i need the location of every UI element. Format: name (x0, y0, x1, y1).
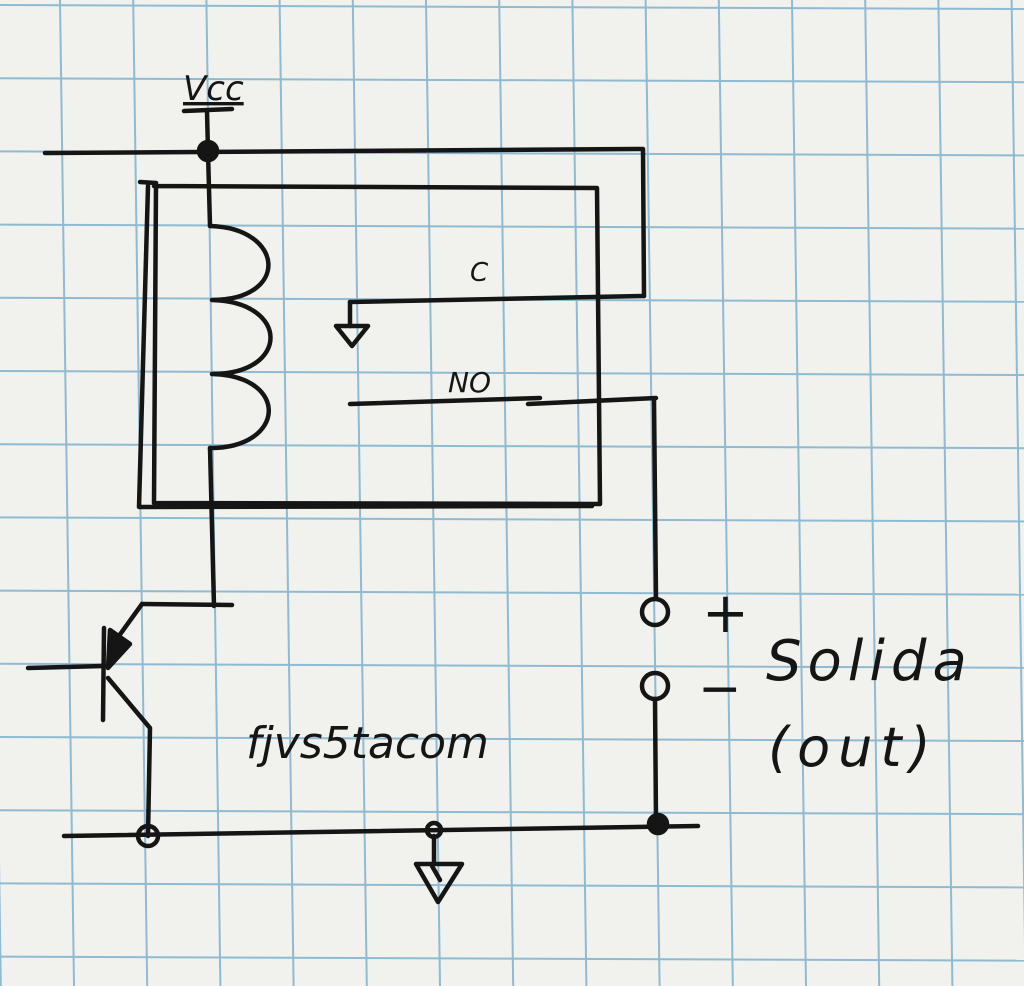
common-contact-label: C (470, 258, 489, 288)
output-subtitle-label: (out) (768, 716, 939, 779)
output-plus-wire (651, 397, 659, 601)
common-contact-line (347, 293, 647, 305)
grid-horizontal-line (0, 882, 1024, 889)
grid-vertical-line (59, 0, 75, 986)
output-minus-sign: − (698, 659, 742, 719)
grid-vertical-line (791, 0, 807, 986)
grid-horizontal-line (0, 223, 1024, 230)
no-contact-line (347, 395, 543, 407)
output-plus-terminal (639, 596, 671, 628)
common-arrow-head (333, 323, 371, 349)
right-ground-junction (646, 812, 670, 836)
transistor-emitter-arrow (105, 627, 133, 671)
grid-vertical-line (0, 859, 2, 986)
grid-horizontal-line (0, 955, 1024, 962)
grid-vertical-line (1010, 0, 1024, 944)
vcc-rail-wire (42, 146, 646, 156)
grid-vertical-line (717, 0, 734, 986)
grid-horizontal-line (0, 589, 1024, 596)
pnp-transistor-symbol (100, 625, 107, 723)
transistor-emitter-top (113, 601, 145, 643)
grid-horizontal-line (0, 662, 1024, 669)
left-ground-junction (135, 823, 161, 849)
transistor-note-label: fjvs5tacom (246, 718, 489, 769)
grid-horizontal-line (0, 443, 1024, 450)
grid-horizontal-line (0, 77, 1024, 84)
vcc-label: Vcc (183, 69, 244, 109)
normally-open-label: NO (448, 366, 491, 399)
grid-vertical-line (278, 0, 295, 986)
relay-body-left-edge (136, 183, 595, 510)
relay-body-outline (137, 179, 603, 507)
grid-vertical-line (644, 0, 661, 986)
grid-horizontal-line (0, 516, 1024, 523)
ground-rail-wire (61, 823, 701, 839)
grid-vertical-line (571, 0, 588, 986)
ground-symbol (413, 861, 465, 905)
grid-vertical-line (937, 0, 954, 986)
circuit-ink (25, 106, 701, 905)
output-title-label: Solida (766, 629, 973, 694)
transistor-base-wire (25, 663, 107, 671)
coil-upper-wire (205, 149, 213, 229)
grid-vertical-line (864, 0, 881, 986)
handwritten-labels: Vcc C NO + − fjvs5tacom Solida (out) (183, 69, 973, 779)
relay-coil-symbol (207, 223, 273, 451)
transistor-collector-leg (105, 675, 153, 839)
grid-vertical-line (351, 0, 368, 986)
vcc-right-drop-wire (640, 147, 647, 299)
grid-horizontal-line (0, 736, 1024, 742)
grid-horizontal-line (0, 809, 1024, 816)
grid-horizontal-line (0, 370, 1024, 376)
collector-link-wire (139, 601, 235, 608)
output-minus-wire (652, 696, 659, 825)
no-contact-tip (525, 395, 659, 407)
ground-symbol-top (429, 863, 443, 883)
output-plus-sign: + (702, 581, 749, 646)
grid-horizontal-line (0, 4, 1024, 10)
grid-vertical-line (498, 0, 515, 986)
coil-lower-wire (207, 445, 217, 609)
